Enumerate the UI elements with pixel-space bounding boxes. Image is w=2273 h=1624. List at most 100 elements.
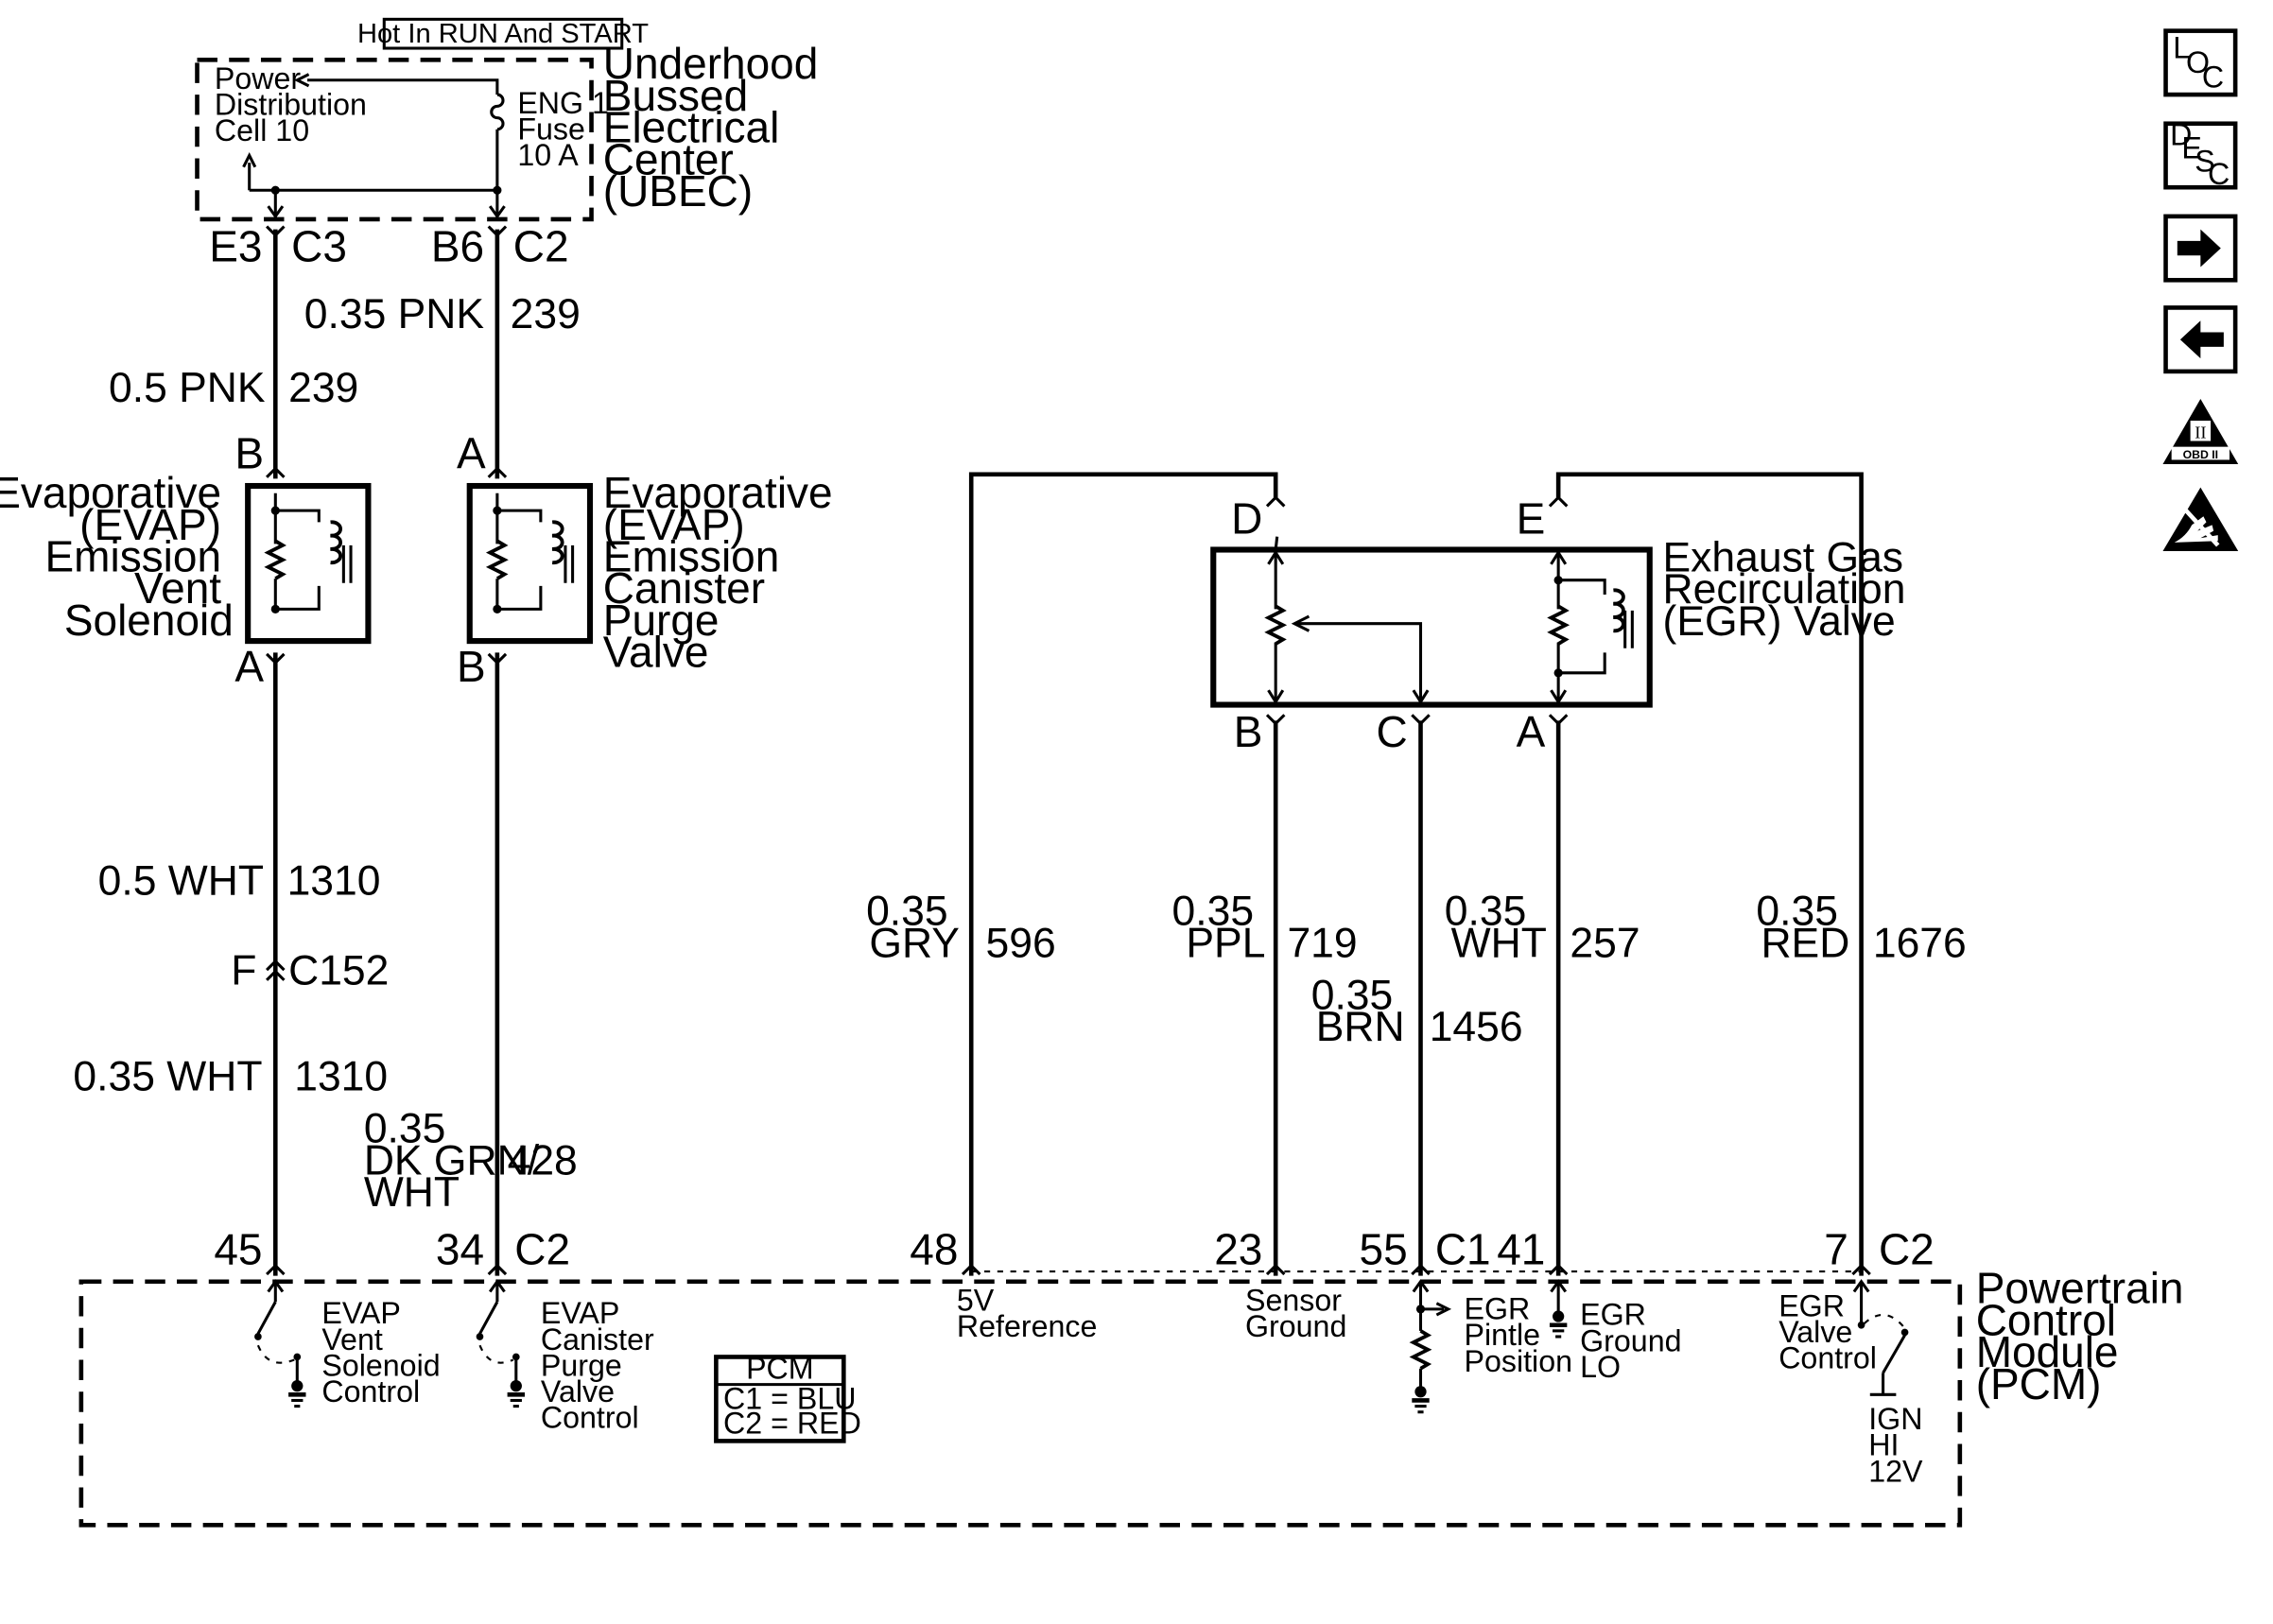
vent-pin-b: B [234, 429, 264, 478]
sensor-ground-label: Sensor Ground [1245, 1283, 1350, 1343]
svg-text:D: D [2170, 118, 2192, 152]
evap-purge-valve: Evaporative (EVAP) Emission Canister Pur… [457, 429, 845, 691]
vent-control-label: EVAP Vent Solenoid Control [321, 1296, 448, 1408]
egr-pin-e: E [1517, 494, 1546, 544]
egr-ground-lo [1550, 1279, 1567, 1337]
nav-panel: L O C D E S C II OBD II [2162, 28, 2239, 552]
svg-text:OBD II: OBD II [2183, 448, 2218, 461]
pcm-block: Powertrain Control Module (PCM) 45 34 C2… [78, 1224, 2196, 1528]
wire-label-vent-mid-circuit: 1310 [287, 857, 381, 904]
wire-257-label: 0.35 WHT [1445, 889, 1547, 967]
wire-label-vent-top-color: 0.5 PNK [109, 365, 266, 411]
loc-icon[interactable]: L O C [2163, 28, 2238, 97]
esd-warning-icon[interactable] [2162, 487, 2239, 552]
ref-5v-label: 5V Reference [957, 1283, 1098, 1343]
wire-1676-label: 0.35 RED [1756, 889, 1849, 967]
vent-control-switch [254, 1279, 305, 1407]
wire-596-circuit: 596 [986, 920, 1056, 966]
pcm-connector-c1: C1 [1435, 1224, 1491, 1273]
wire-1456-circuit: 1456 [1430, 1004, 1523, 1050]
pintle-position-label: EGR Pintle Position [1464, 1292, 1572, 1378]
pcm-pin-23: 23 [1214, 1224, 1262, 1273]
wire-label-vent-low-color: 0.35 WHT [73, 1053, 262, 1099]
ign-hi-label: IGN HI 12V [1868, 1402, 1931, 1488]
desc-icon[interactable]: D E S C [2163, 118, 2238, 191]
legend-c2: C2 = RED [723, 1407, 861, 1441]
svg-text:O: O [2186, 45, 2210, 79]
obd-ii-warning-icon[interactable]: II OBD II [2162, 399, 2239, 465]
c152-pin-f: F [231, 947, 256, 993]
purge-pin-b: B [457, 642, 486, 691]
purge-control-label: EVAP Canister Purge Valve Control [541, 1296, 663, 1434]
wire-label-purge-top-color: 0.35 PNK [304, 291, 485, 337]
wire-719-circuit: 719 [1287, 920, 1357, 966]
egr-pin-a: A [1517, 707, 1546, 756]
wire-label-purge-low-color: 0.35 DK GRN/ WHT [364, 1106, 551, 1216]
pcm-connector-c2-right: C2 [1879, 1224, 1935, 1273]
hot-in-run-start-box [382, 17, 624, 50]
wire-719-label: 0.35 PPL [1172, 889, 1266, 967]
pcm-pin-41: 41 [1497, 1224, 1545, 1273]
arrow-left-icon[interactable] [2163, 305, 2238, 374]
pcm-pin-48: 48 [910, 1224, 958, 1273]
egr-valve-label: Exhaust Gas Recirculation (EGR) Valve [1663, 534, 1917, 644]
svg-text:C: C [2202, 60, 2224, 94]
power-distribution-label: Power Distribution Cell 10 [215, 61, 375, 147]
egr-pin-d: D [1231, 494, 1262, 544]
wire-label-vent-mid-color: 0.5 WHT [98, 857, 264, 904]
wire-label-vent-top-circuit: 239 [288, 365, 358, 411]
wire-257-circuit: 257 [1570, 920, 1640, 966]
pin-c2-ubec: C2 [513, 221, 569, 270]
purge-control-switch [476, 1279, 525, 1407]
pin-e3: E3 [209, 221, 262, 270]
left-wire-labels: 0.35 PNK 239 0.5 PNK 239 0.5 WHT 1310 F … [73, 291, 580, 1216]
svg-text:II: II [2195, 423, 2206, 441]
wire-label-purge-top-circuit: 239 [511, 291, 581, 337]
pcm-title: Powertrain Control Module (PCM) [1976, 1264, 2196, 1408]
egr-pin-b: B [1234, 707, 1263, 756]
pcm-pin-34: 34 [436, 1224, 484, 1273]
pcm-boundary [78, 1279, 1963, 1528]
pin-c3: C3 [291, 221, 347, 270]
egr-valve: Exhaust Gas Recirculation (EGR) Valve D … [1210, 494, 1917, 756]
legend-title: PCM [746, 1351, 814, 1385]
ubec-block: Hot In RUN And START Underhood Bussed El… [195, 17, 830, 270]
pcm-pin-7: 7 [1824, 1224, 1848, 1273]
valve-control-label: EGR Valve Control [1778, 1289, 1877, 1375]
purge-valve-label: Evaporative (EVAP) Emission Canister Pur… [603, 468, 845, 677]
svg-text:S: S [2195, 144, 2214, 178]
ground-lo-label: EGR Ground LO [1580, 1298, 1690, 1384]
egr-pintle-input [1412, 1279, 1452, 1412]
wire-1676-circuit: 1676 [1873, 920, 1967, 966]
legend-c1: C1 = BLU [723, 1382, 856, 1416]
wire-596-label: 0.35 GRY [866, 889, 960, 967]
wires [273, 229, 1864, 1276]
vent-pin-a: A [234, 642, 264, 691]
ubec-internal-wiring [242, 73, 506, 219]
egr-pin-c: C [1376, 707, 1407, 756]
egr-wire-labels: 0.35 GRY 596 0.35 PPL 719 0.35 BRN 1456 … [866, 889, 1967, 1051]
svg-text:C: C [2208, 157, 2230, 191]
pcm-connector-c2-left: C2 [514, 1224, 570, 1273]
c152-name: C152 [288, 947, 389, 993]
wire-label-vent-low-circuit: 1310 [294, 1053, 388, 1099]
arrow-right-icon[interactable] [2163, 214, 2238, 283]
eng1-fuse-label: ENG 1 Fuse 10 A [517, 86, 617, 172]
connector-marks [266, 225, 1871, 1276]
vent-solenoid-label: Evaporative (EVAP) Emission Vent Solenoi… [0, 468, 234, 645]
hot-in-run-start-label: Hot In RUN And START [357, 19, 649, 49]
pcm-connector-legend: PCM C1 = BLU C2 = RED [714, 1351, 861, 1443]
ubec-boundary [195, 57, 594, 222]
evap-vent-solenoid: Evaporative (EVAP) Emission Vent Solenoi… [0, 429, 372, 691]
pin-b6: B6 [431, 221, 484, 270]
svg-text:E: E [2181, 131, 2201, 165]
svg-text:L: L [2173, 31, 2190, 65]
ubec-title: Underhood Bussed Electrical Center (UBEC… [603, 39, 830, 216]
wire-1456-label: 0.35 BRN [1311, 973, 1405, 1051]
pcm-pin-55: 55 [1360, 1224, 1408, 1273]
pcm-pin-45: 45 [214, 1224, 262, 1273]
egr-valve-control-switch [1852, 1279, 1909, 1396]
purge-pin-a: A [457, 429, 486, 478]
wire-label-purge-low-circuit: 428 [508, 1137, 578, 1183]
